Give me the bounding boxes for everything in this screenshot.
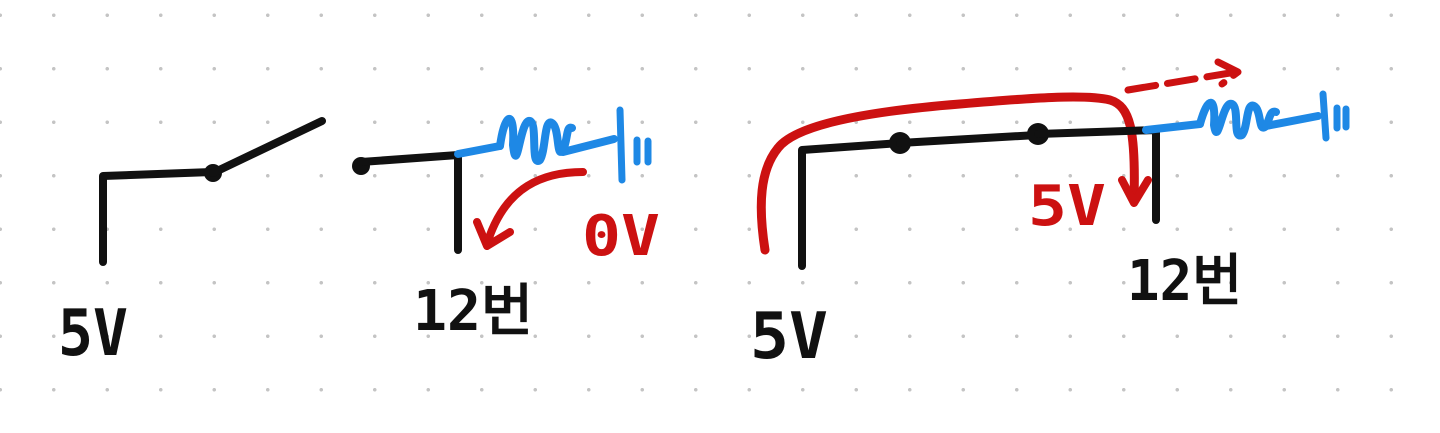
left-current-arrow: [473, 168, 587, 250]
left-ground-lead: [559, 135, 618, 156]
right-resistor-lead: [1142, 120, 1204, 134]
right-ground-symbol: [1319, 90, 1350, 142]
left-ground-symbol: [616, 106, 652, 184]
left-supply-label: 5V: [58, 297, 128, 371]
right-voltage-label: 5V: [1028, 174, 1106, 239]
left-pin-label: 12번: [413, 279, 533, 344]
right-current-path: [756, 92, 1139, 255]
left-resistor-lead: [454, 142, 504, 158]
right-ground-lead: [1262, 112, 1322, 130]
right-dashed-arrow: [1124, 58, 1242, 94]
right-supply-wire: [798, 139, 904, 270]
left-supply-wire: [99, 168, 216, 266]
left-voltage-label: 0V: [582, 204, 660, 269]
right-current-arrowhead: [1118, 176, 1152, 207]
right-pin-label: 12번: [1127, 249, 1242, 314]
right-circuit: 5V 12번 5V: [750, 58, 1350, 374]
right-supply-label: 5V: [750, 300, 828, 374]
right-resistor-coil: [1196, 98, 1280, 140]
left-pin-wire: [357, 151, 462, 254]
right-switch-lever: [896, 131, 1041, 147]
left-circuit: 5V 12번 0V: [58, 106, 660, 371]
left-switch-lever: [209, 117, 326, 177]
